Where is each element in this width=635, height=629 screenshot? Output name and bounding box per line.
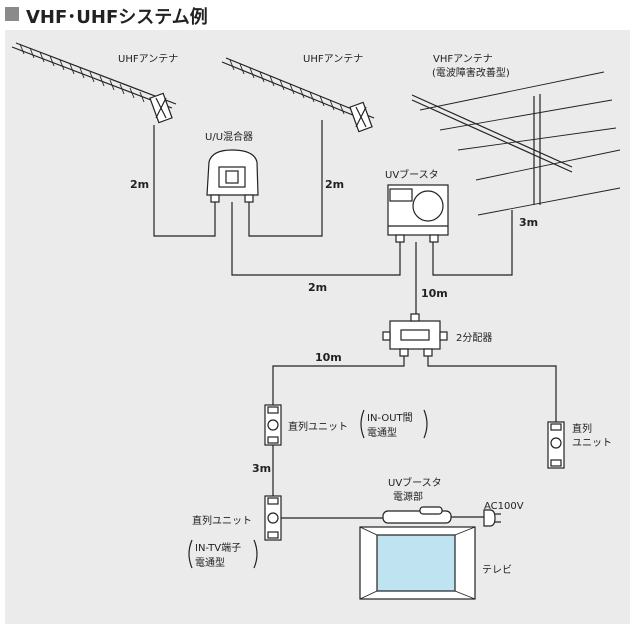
uhf-antenna-2-icon: [221, 57, 375, 133]
in-out-note-paren-right: [423, 409, 428, 439]
in-out-note-1: IN-OUT間: [367, 412, 413, 424]
distance-5: 10m: [421, 287, 448, 300]
vhf-antenna-note: (電波障害改善型): [432, 66, 510, 79]
in-out-note-2: 電通型: [367, 426, 397, 439]
uhf-antenna-1-label: UHFアンテナ: [118, 53, 178, 65]
booster-power-label-2: 電源部: [393, 490, 423, 503]
series-unit-3-icon: [264, 495, 282, 541]
uhf-antenna-1-icon: [11, 42, 177, 124]
page-title: VHF･UHFシステム例: [26, 7, 208, 28]
uu-mixer-icon: [206, 149, 259, 203]
uhf-antenna-2-label: UHFアンテナ: [303, 53, 363, 65]
vhf-antenna-label: VHFアンテナ: [433, 53, 493, 65]
in-tv-note-1: IN-TV端子: [195, 541, 241, 554]
header-square-icon: [5, 7, 19, 21]
ac-label: AC100V: [484, 501, 524, 512]
cables: [153, 120, 557, 519]
distance-4: 3m: [519, 216, 538, 229]
uu-mixer-label: U/U混合器: [205, 130, 253, 143]
tv-label: テレビ: [482, 564, 512, 576]
booster-power-label-1: UVブースタ: [388, 476, 442, 489]
in-out-note-paren-left: [360, 409, 365, 439]
tv-icon: [359, 526, 476, 600]
series-unit-1-icon: [264, 404, 282, 446]
distance-7: 3m: [252, 462, 271, 475]
series-unit-2-label-1: 直列: [572, 422, 592, 435]
series-unit-3-label: 直列ユニット: [192, 514, 252, 527]
in-tv-note-2: 電通型: [195, 556, 225, 569]
series-unit-2-label-2: ユニット: [572, 438, 612, 449]
in-tv-note-paren-left: [188, 539, 193, 569]
splitter-icon: [382, 313, 448, 357]
distance-3: 2m: [308, 281, 327, 294]
booster-power-icon: [382, 506, 452, 524]
uv-booster-label: UVブースタ: [385, 168, 439, 181]
vhf-antenna-icon: [411, 71, 621, 216]
series-unit-1-label: 直列ユニット: [288, 420, 348, 433]
distance-2: 2m: [325, 178, 344, 191]
distance-6: 10m: [315, 351, 342, 364]
header: VHF･UHFシステム例: [0, 0, 635, 30]
diagram-panel: [5, 30, 630, 624]
distance-1: 2m: [130, 178, 149, 191]
uv-booster-icon: [387, 184, 449, 243]
splitter-label: 2分配器: [456, 332, 492, 344]
series-unit-2-icon: [547, 421, 565, 469]
plug-icon: [483, 509, 501, 527]
in-tv-note-paren-right: [253, 539, 258, 569]
